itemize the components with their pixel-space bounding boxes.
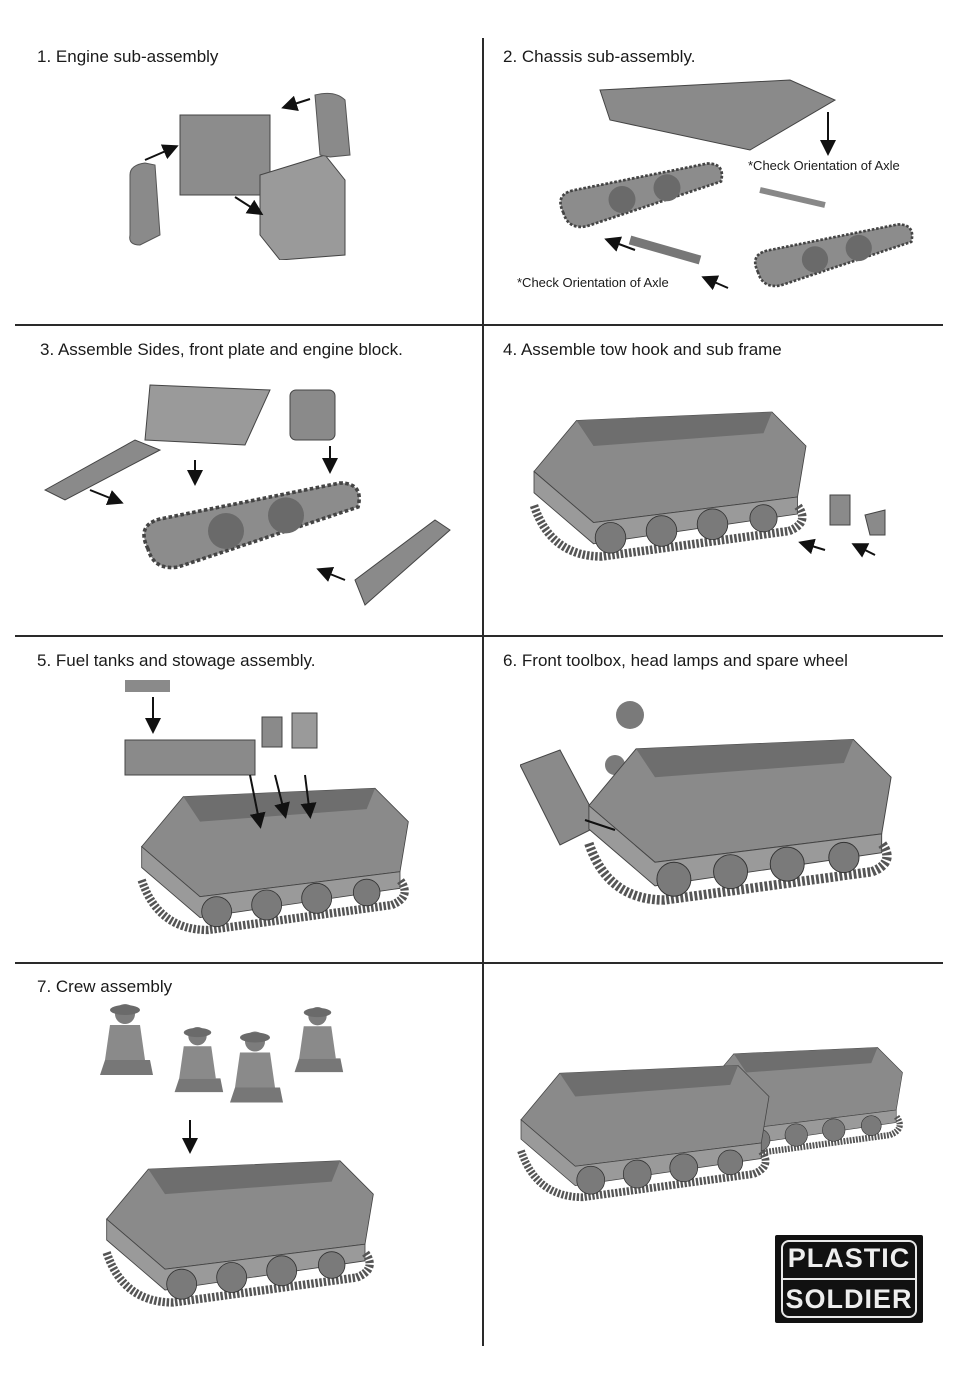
step-5-title: 5. Fuel tanks and stowage assembly. — [37, 651, 316, 670]
axle-note: *Check Orientation of Axle — [517, 275, 669, 290]
logo-line-2: SOLDIER — [785, 1284, 913, 1314]
vertical-divider — [482, 38, 484, 1346]
logo-line-1: PLASTIC — [787, 1243, 911, 1273]
sides-assembly-illustration — [43, 384, 451, 606]
step-2-title: 2. Chassis sub-assembly. — [503, 47, 696, 66]
completed-models-illustration — [500, 1025, 920, 1205]
tow-hook-illustration — [510, 395, 886, 565]
step-6-title: 6. Front toolbox, head lamps and spare w… — [503, 651, 848, 670]
crew-illustration — [100, 1004, 395, 1315]
horizontal-divider — [15, 635, 943, 637]
step-7-title: 7. Crew assembly — [37, 977, 173, 996]
plastic-soldier-logo: PLASTIC SOLDIER — [775, 1235, 923, 1323]
horizontal-divider — [15, 962, 943, 964]
chassis-parts-illustration — [559, 79, 914, 291]
step-1-title: 1. Engine sub-assembly — [37, 47, 219, 66]
fuel-tanks-illustration — [124, 680, 440, 950]
toolbox-lamps-illustration — [520, 701, 910, 915]
step-3-title: 3. Assemble Sides, front plate and engin… — [40, 340, 403, 359]
axle-note: *Check Orientation of Axle — [748, 158, 900, 173]
step-4-title: 4. Assemble tow hook and sub frame — [503, 340, 782, 359]
engine-parts-illustration — [129, 92, 351, 260]
horizontal-divider — [15, 324, 943, 326]
